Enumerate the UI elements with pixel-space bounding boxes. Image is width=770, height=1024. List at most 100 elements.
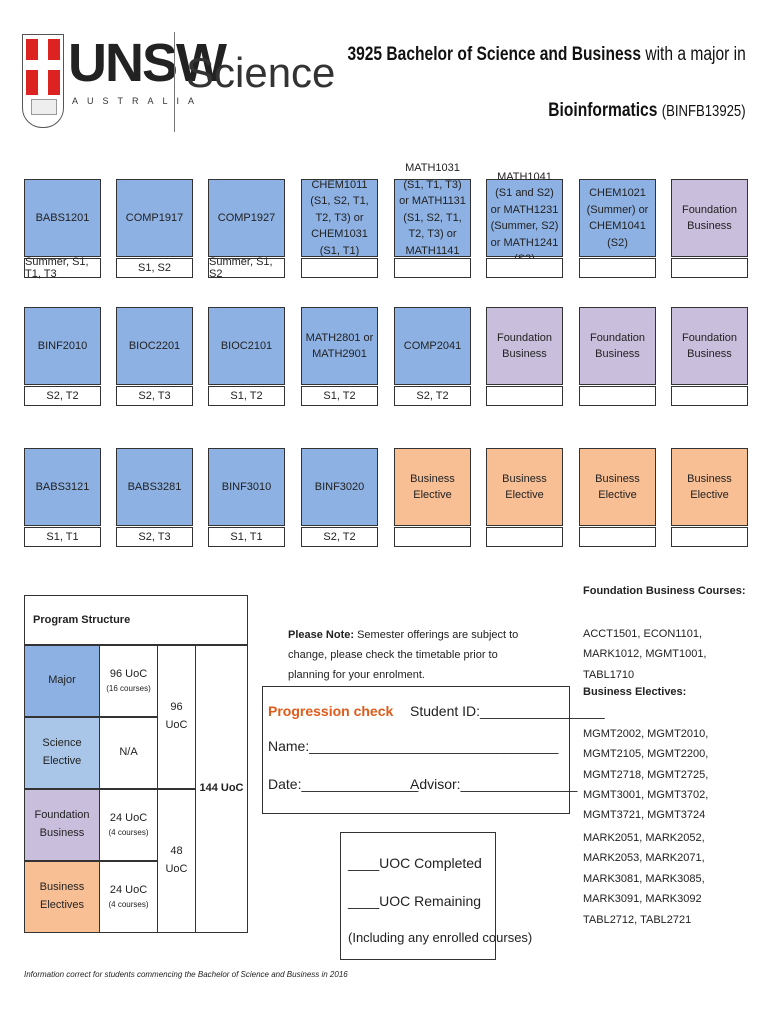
course-box: Foundation Business <box>579 307 656 385</box>
structure-row-label-text: Foundation Business <box>34 809 90 839</box>
faculty-name: Science <box>186 49 336 96</box>
course-box: MATH2801 or MATH2901 <box>301 307 378 385</box>
foundation-courses-list: ACCT1501, ECON1101, MARK1012, MGMT1001, … <box>583 628 707 681</box>
course-semester: S1, T1 <box>24 527 101 547</box>
course-box: Foundation Business <box>671 307 748 385</box>
course-box: Business Elective <box>486 448 563 526</box>
structure-group1-total: 96 UoC <box>157 645 196 789</box>
structure-row-courses: (16 courses) <box>106 684 151 694</box>
course-semester <box>394 527 471 547</box>
uoc-summary-box <box>340 832 496 960</box>
uoc-completed[interactable]: ____UOC Completed <box>348 855 482 871</box>
course-semester <box>579 527 656 547</box>
unsw-crest-icon <box>22 34 64 128</box>
business-electives-mark: MARK2051, MARK2052, MARK2053, MARK2071, … <box>583 832 705 906</box>
structure-row-label: Foundation Business <box>24 789 100 861</box>
structure-row-uoc-text: 24 UoC <box>109 811 148 824</box>
course-box: CHEM1011 (S1, S2, T1, T2, T3) or CHEM103… <box>301 179 378 257</box>
course-box: COMP1927 <box>208 179 285 257</box>
structure-row-uoc: 96 UoC (16 courses) <box>99 645 158 717</box>
course-semester <box>671 527 748 547</box>
major-name: Bioinformatics <box>548 100 658 121</box>
structure-row-uoc: 24 UoC (4 courses) <box>99 861 158 933</box>
structure-row-uoc: N/A <box>99 717 158 789</box>
course-semester: S1, T2 <box>301 386 378 406</box>
course-box: MATH1041 (S1 and S2) or MATH1231 (Summer… <box>486 171 563 265</box>
structure-row-label: Major <box>24 645 100 717</box>
program-title-bold: 3925 Bachelor of Science and Business <box>347 44 642 65</box>
course-box: BINF3020 <box>301 448 378 526</box>
advisor-field[interactable]: Advisor:_______________ <box>410 776 578 792</box>
course-box: BINF3010 <box>208 448 285 526</box>
course-box: COMP2041 <box>394 307 471 385</box>
course-box: BABS1201 <box>24 179 101 257</box>
course-semester: S2, T2 <box>394 386 471 406</box>
course-semester: S2, T3 <box>116 527 193 547</box>
unsw-logo-text: UNSW <box>68 33 227 93</box>
course-box: Foundation Business <box>486 307 563 385</box>
note-text: Semester offerings are subject to change… <box>288 629 519 681</box>
business-electives-tabl: TABL2712, TABL2721 <box>583 914 692 926</box>
structure-row-label-text: Major <box>48 674 76 687</box>
foundation-courses-heading: Foundation Business Courses: <box>583 585 746 597</box>
course-box: BABS3281 <box>116 448 193 526</box>
course-semester: Summer, S1, T1, T3 <box>24 256 101 280</box>
business-electives-mgmt: MGMT2002, MGMT2010, MGMT2105, MGMT2200, … <box>583 728 709 822</box>
uoc-remaining[interactable]: ____UOC Remaining <box>348 893 482 909</box>
structure-row-label: Business Electives <box>24 861 100 933</box>
course-box: BIOC2101 <box>208 307 285 385</box>
course-box: Foundation Business <box>671 179 748 257</box>
structure-row-uoc: 24 UoC (4 courses) <box>99 789 158 861</box>
course-box: Business Elective <box>579 448 656 526</box>
business-electives-heading: Business Electives: <box>583 686 687 698</box>
course-box: MATH1031 (S1, T1, T3) or MATH1131 (S1, S… <box>394 162 471 273</box>
structure-row-courses: (4 courses) <box>108 900 149 910</box>
course-box: BABS3121 <box>24 448 101 526</box>
semester-note: Please Note: Semester offerings are subj… <box>288 626 538 685</box>
course-box: Business Elective <box>394 448 471 526</box>
program-title-rest: with a major in <box>641 44 746 65</box>
course-box: Business Elective <box>671 448 748 526</box>
structure-row-uoc-text: 96 UoC <box>109 667 148 680</box>
course-semester <box>671 386 748 406</box>
course-semester: S2, T2 <box>301 527 378 547</box>
name-field[interactable]: Name:________________________________ <box>268 738 559 754</box>
program-structure-title: Program Structure <box>24 595 248 645</box>
student-id-field[interactable]: Student ID:________________ <box>410 703 605 719</box>
course-semester <box>671 258 748 278</box>
major-title: Bioinformatics (BINFB13925) <box>549 100 746 122</box>
structure-row-label-text: Science Elective <box>42 737 82 767</box>
unsw-logo-subtext: AUSTRALIA <box>72 96 204 106</box>
course-semester: S2, T3 <box>116 386 193 406</box>
course-semester: S2, T2 <box>24 386 101 406</box>
date-field[interactable]: Date:_______________ <box>268 776 419 792</box>
program-title: 3925 Bachelor of Science and Business wi… <box>348 44 746 66</box>
structure-row-uoc-text: N/A <box>119 746 138 759</box>
course-box: COMP1917 <box>116 179 193 257</box>
major-code: (BINFB13925) <box>662 103 746 120</box>
course-semester: S1, T2 <box>208 386 285 406</box>
course-box: BINF2010 <box>24 307 101 385</box>
course-semester <box>394 258 471 278</box>
course-semester <box>486 527 563 547</box>
structure-row-label-text: Business Electives <box>39 881 85 911</box>
structure-row-label: Science Elective <box>24 717 100 789</box>
course-box: CHEM1021 (Summer) or CHEM1041 (S2) <box>579 179 656 257</box>
structure-grand-total: 144 UoC <box>195 645 248 933</box>
progression-check-box <box>262 686 570 814</box>
course-semester <box>579 386 656 406</box>
note-label: Please Note: <box>288 629 355 641</box>
footer-note: Information correct for students commenc… <box>24 970 348 979</box>
progression-check-title: Progression check <box>268 703 394 719</box>
course-semester <box>301 258 378 278</box>
course-semester <box>486 386 563 406</box>
structure-row-uoc-text: 24 UoC <box>109 883 148 896</box>
logo-divider <box>174 32 175 132</box>
uoc-note: (Including any enrolled courses) <box>348 930 533 945</box>
structure-group2-total: 48 UoC <box>157 789 196 933</box>
course-semester <box>486 258 563 278</box>
structure-row-courses: (4 courses) <box>108 828 149 838</box>
course-semester: S1, S2 <box>116 258 193 278</box>
course-box: BIOC2201 <box>116 307 193 385</box>
course-semester: S1, T1 <box>208 527 285 547</box>
